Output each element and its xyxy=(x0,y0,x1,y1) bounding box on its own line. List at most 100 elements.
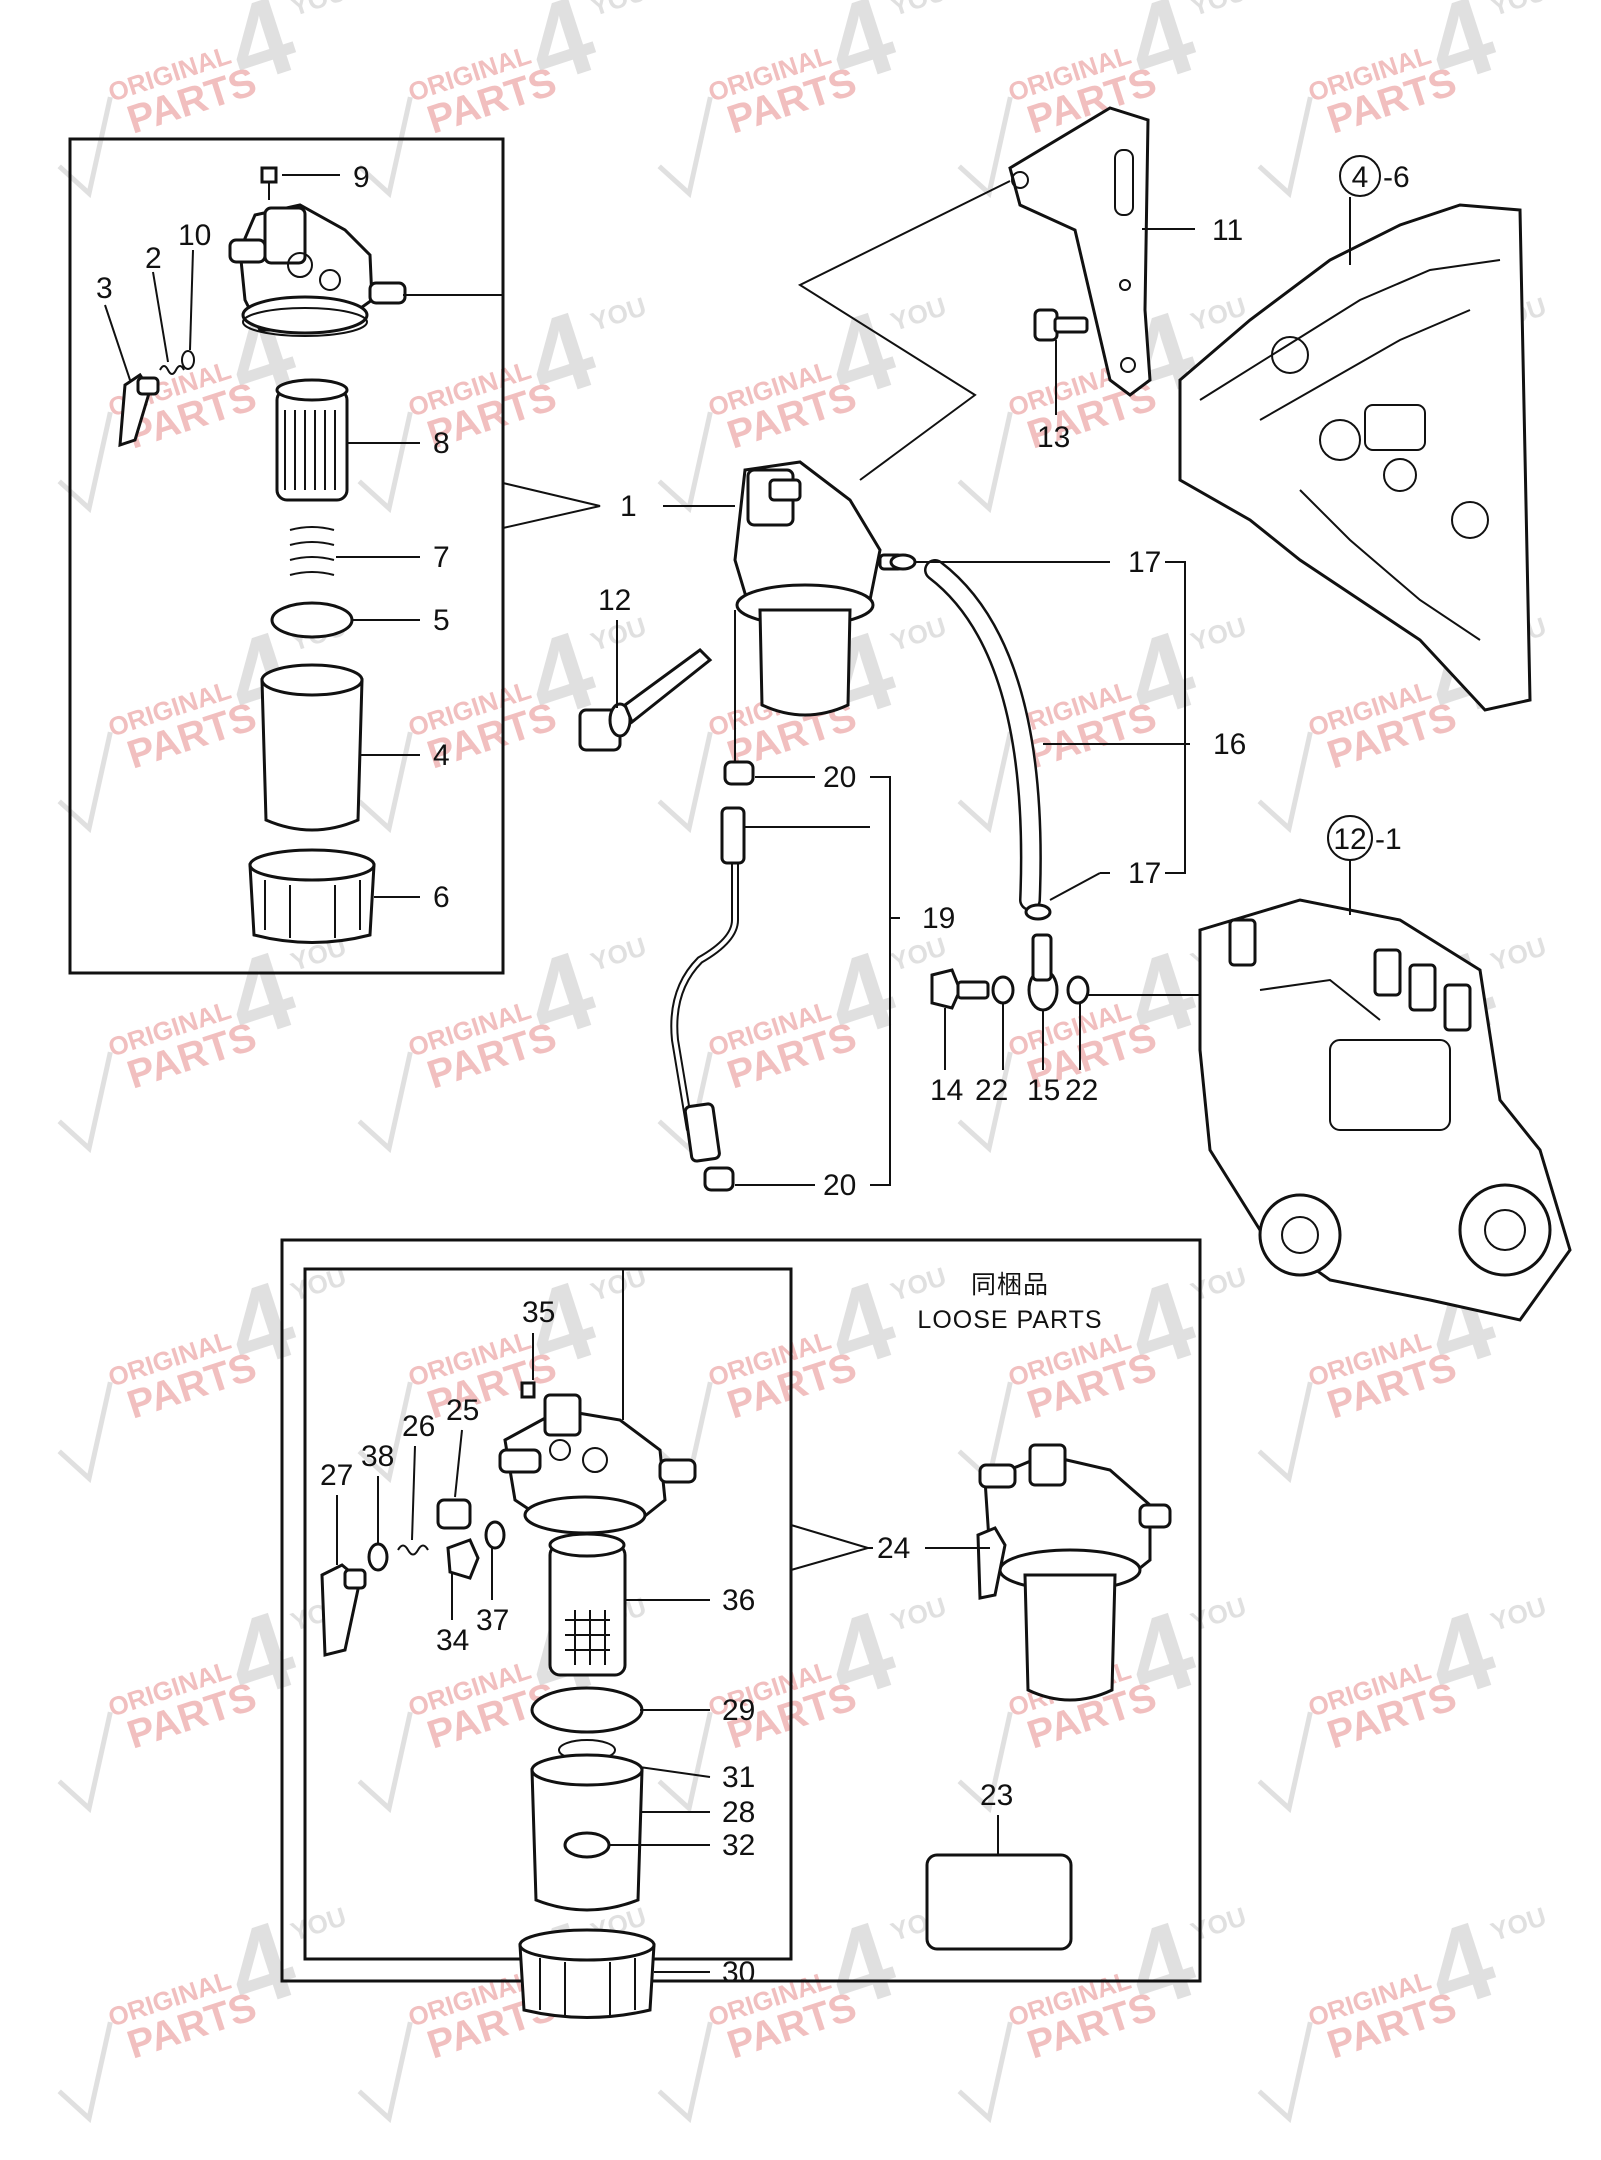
part-36-element xyxy=(548,1532,710,1677)
callout-4: 4 xyxy=(433,739,450,772)
callout-10: 10 xyxy=(178,219,211,252)
callout-17-lower: 17 xyxy=(1128,857,1161,890)
callout-27: 27 xyxy=(320,1459,353,1492)
part-24-complete-filter xyxy=(925,1443,1172,1702)
part-38-o-ring xyxy=(367,1476,389,1572)
part-23-loose-item xyxy=(925,1815,1073,1951)
part-19-drain-hose xyxy=(670,610,870,1163)
svg-text:YOU: YOU xyxy=(1487,1901,1550,1947)
callout-22-left: 22 xyxy=(975,1074,1008,1107)
callout-12: 12 xyxy=(598,584,631,617)
center-filter-assembly xyxy=(663,180,1011,717)
svg-text:YOU: YOU xyxy=(1187,1261,1250,1307)
callout-11: 11 xyxy=(1212,214,1243,247)
part-26-spring xyxy=(397,1445,429,1556)
svg-text:YOU: YOU xyxy=(1487,931,1550,977)
part-20-clip-lower xyxy=(703,1166,815,1192)
callout-9: 9 xyxy=(353,161,370,194)
part-29-plate xyxy=(530,1686,710,1734)
part-11-bracket xyxy=(1008,106,1195,397)
svg-text:YOU: YOU xyxy=(887,611,950,657)
ref-head-number: 4 xyxy=(1352,161,1369,194)
callout-7: 7 xyxy=(433,541,450,574)
part-25-plug xyxy=(436,1429,472,1530)
callout-3: 3 xyxy=(96,272,113,305)
callout-17-upper: 17 xyxy=(1128,546,1161,579)
part-4-bowl xyxy=(260,663,420,832)
part-3-lever xyxy=(104,304,160,448)
loose-parts-title-en: LOOSE PARTS xyxy=(917,1306,1102,1334)
part-34-bolt xyxy=(446,1538,480,1620)
svg-text:YOU: YOU xyxy=(887,0,950,22)
svg-text:YOU: YOU xyxy=(887,291,950,337)
ref-pump-circle xyxy=(1327,815,1373,861)
loose-parts-title-jp: 同梱品 xyxy=(971,1271,1049,1299)
callout-8: 8 xyxy=(433,427,450,460)
part-14-banjo-bolt xyxy=(930,968,990,1070)
callout-30: 30 xyxy=(722,1956,755,1989)
ref-pump-suffix: -1 xyxy=(1375,823,1402,856)
part-5-o-ring xyxy=(270,601,420,639)
part-32-float xyxy=(563,1831,710,1859)
part-27-lever xyxy=(320,1495,367,1657)
part-22-washer-left xyxy=(991,975,1015,1070)
part-2-spring xyxy=(152,271,185,375)
callout-16: 16 xyxy=(1213,728,1246,761)
svg-text:YOU: YOU xyxy=(587,931,650,977)
callout-25: 25 xyxy=(446,1394,479,1427)
callout-1: 1 xyxy=(620,490,637,523)
callout-38: 38 xyxy=(361,1440,394,1473)
callout-28: 28 xyxy=(722,1796,755,1829)
svg-text:YOU: YOU xyxy=(587,0,650,22)
svg-text:YOU: YOU xyxy=(1187,1591,1250,1637)
cylinder-head-reference xyxy=(1178,197,1532,712)
ref-pump-number: 12 xyxy=(1333,823,1366,856)
part-17-clip-upper xyxy=(889,553,1110,571)
part-8-filter-element xyxy=(275,378,420,502)
callout-36: 36 xyxy=(722,1584,755,1617)
svg-text:YOU: YOU xyxy=(587,291,650,337)
part-15-banjo xyxy=(1027,933,1059,1070)
svg-text:YOU: YOU xyxy=(887,1261,950,1307)
part-28-bowl xyxy=(530,1753,710,1912)
callout-15: 15 xyxy=(1027,1074,1060,1107)
part-10-o-ring xyxy=(181,249,195,370)
callout-19: 19 xyxy=(922,902,955,935)
filter-head-assembly xyxy=(228,203,503,337)
svg-text:YOU: YOU xyxy=(1187,611,1250,657)
svg-text:YOU: YOU xyxy=(1187,0,1250,22)
bottom-filter-head xyxy=(498,1393,697,1535)
svg-text:YOU: YOU xyxy=(287,1901,350,1947)
part-7-spring xyxy=(289,526,420,576)
callout-5: 5 xyxy=(433,604,450,637)
callout-37: 37 xyxy=(476,1604,509,1637)
top-left-inset xyxy=(68,137,601,975)
ref-head-suffix: -6 xyxy=(1383,161,1410,194)
svg-text:YOU: YOU xyxy=(587,611,650,657)
part-6-ring-nut xyxy=(248,848,420,944)
bracket-17-16 xyxy=(1165,561,1186,874)
ref-head-circle xyxy=(1339,155,1381,197)
part-12-bolt xyxy=(578,620,713,752)
svg-text:YOU: YOU xyxy=(287,0,350,22)
svg-text:YOU: YOU xyxy=(1187,1901,1250,1947)
part-35-screw xyxy=(520,1333,536,1399)
callout-31: 31 xyxy=(722,1761,755,1794)
callout-20-lower: 20 xyxy=(823,1169,856,1202)
part-17-clip-lower xyxy=(1024,872,1110,921)
callout-labels: 9 10 2 3 8 7 5 4 6 1 12 11 13 17 16 17 2… xyxy=(96,155,1410,1989)
svg-text:YOU: YOU xyxy=(1487,1591,1550,1637)
callout-13: 13 xyxy=(1037,421,1070,454)
